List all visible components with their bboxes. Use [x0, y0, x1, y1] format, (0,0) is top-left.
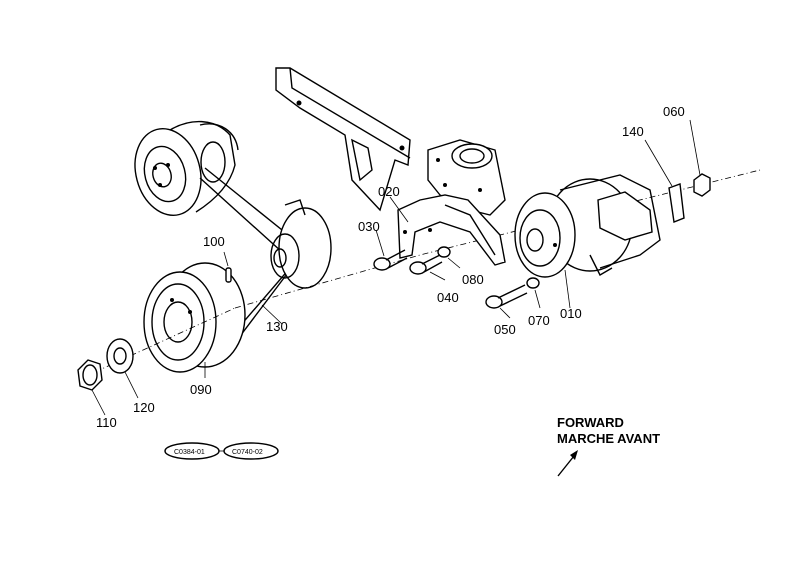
label-080: 080: [462, 272, 484, 287]
washer-120: [106, 338, 139, 399]
label-130: 130: [266, 319, 288, 334]
label-010: 010: [560, 306, 582, 321]
mounting-bracket: [275, 67, 411, 212]
key-100: [225, 267, 232, 283]
compressor-clutch-010: [514, 174, 661, 278]
reference-code-2: C0740-02: [232, 449, 263, 456]
crank-pulley-090: [143, 262, 246, 373]
bolt-040: [409, 254, 443, 275]
label-100: 100: [203, 234, 225, 249]
washer-080: [437, 246, 451, 258]
label-110: 110: [96, 415, 117, 430]
nut-110: [77, 359, 106, 416]
reference-codes: C0384-01 C0740-02: [164, 442, 279, 460]
label-120: 120: [133, 400, 155, 415]
reference-code-1: C0384-01: [174, 449, 205, 456]
label-040: 040: [437, 290, 459, 305]
label-060: 060: [663, 104, 685, 119]
label-030: 030: [358, 219, 380, 234]
fan-pulley: [134, 120, 239, 217]
direction-label-marche-avant: MARCHE AVANT: [557, 431, 660, 446]
bolt-030: [373, 249, 408, 271]
forward-arrow-icon: [557, 450, 578, 477]
washer-070: [526, 277, 540, 289]
tension-bracket-140: [644, 139, 685, 223]
compressor-body: [427, 139, 506, 216]
direction-label-forward: FORWARD: [557, 415, 624, 430]
label-140: 140: [622, 124, 644, 139]
idler-pulley: [270, 199, 332, 289]
nut-060: [689, 119, 711, 197]
bolt-050: [485, 284, 528, 309]
label-020: 020: [378, 184, 400, 199]
label-090: 090: [190, 382, 212, 397]
label-070: 070: [528, 313, 550, 328]
label-050: 050: [494, 322, 516, 337]
adjusting-bracket: [397, 194, 506, 266]
